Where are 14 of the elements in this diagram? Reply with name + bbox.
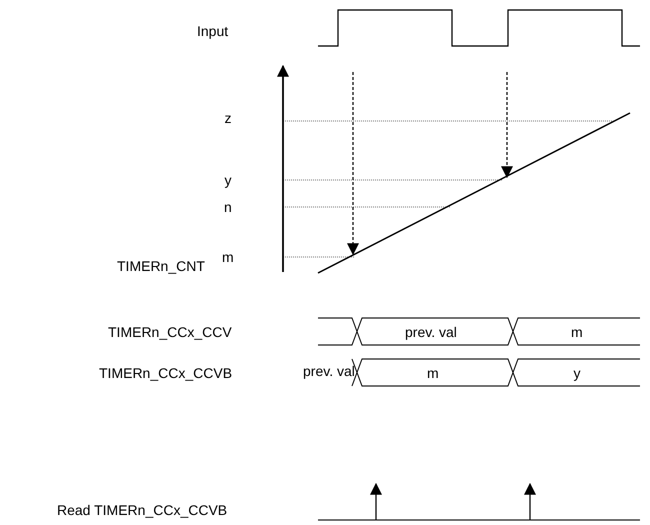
bus-value: m bbox=[571, 324, 583, 340]
axis-label: z bbox=[224, 110, 232, 126]
signal-label: TIMERn_CNT bbox=[117, 258, 205, 274]
signal-label: Read TIMERn_CCx_CCVB bbox=[57, 502, 228, 518]
axis-label: y bbox=[224, 172, 232, 188]
axis-label: n bbox=[224, 199, 232, 215]
bus-value: m bbox=[427, 365, 439, 381]
bus-value: prev. val bbox=[405, 324, 457, 340]
signal-label: TIMERn_CCx_CCVB bbox=[99, 365, 232, 381]
signal-label: TIMERn_CCx_CCV bbox=[108, 324, 232, 340]
signal-label: Input bbox=[197, 23, 228, 39]
axis-label: m bbox=[222, 249, 234, 265]
bus-value: y bbox=[574, 365, 580, 381]
bus-value: prev. val bbox=[303, 363, 355, 379]
